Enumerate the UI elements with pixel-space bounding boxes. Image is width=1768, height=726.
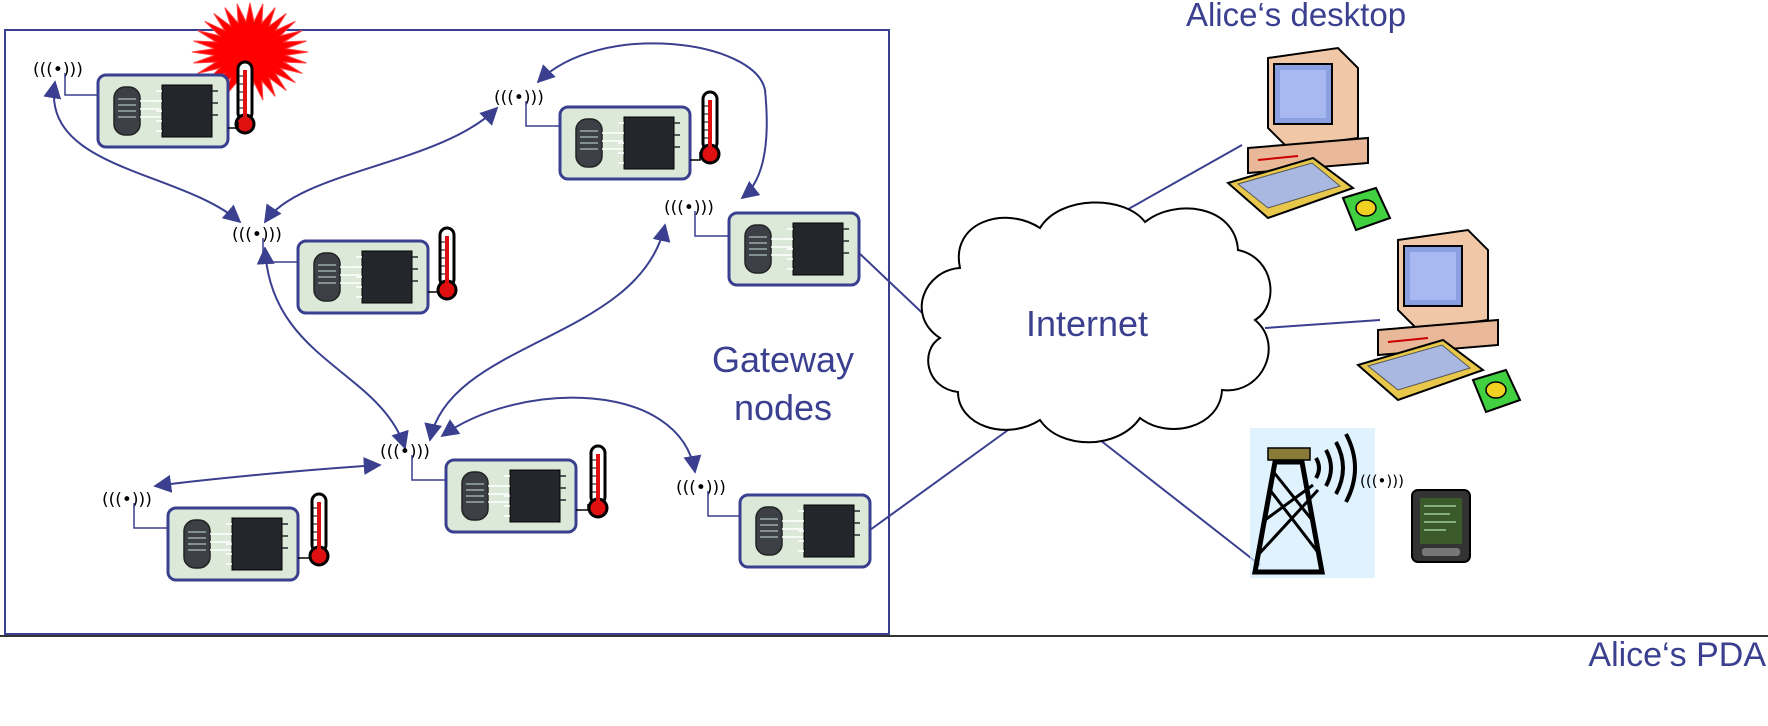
- sensor-node-3: (((•))): [232, 225, 458, 315]
- antenna-icon: (((•))): [494, 88, 544, 108]
- sensor-field-border: [4, 29, 890, 635]
- internet-label: Internet: [1026, 303, 1148, 344]
- gateway-node-lower: (((•))): [676, 478, 872, 569]
- thermometer-icon: [308, 492, 330, 567]
- antenna-icon: (((•))): [102, 490, 152, 510]
- sensor-node-1: (((•))): [33, 60, 256, 149]
- sensor-node-2: (((•))): [494, 88, 721, 181]
- link-arrow: [536, 42, 768, 200]
- internet-cloud-icon: [920, 201, 1272, 444]
- antenna-icon: (((•))): [380, 442, 430, 462]
- link-arrow: [263, 106, 499, 224]
- link-arrow: [256, 246, 409, 450]
- pda-icon: [1411, 489, 1471, 563]
- cell-tower-icon: [1250, 428, 1375, 578]
- link-arrow: [424, 223, 671, 442]
- thermometer-icon: [436, 226, 458, 301]
- gateway-label-line1: Gateway: [712, 339, 854, 380]
- alice-desktop-label: Alice‘s desktop: [1186, 0, 1406, 33]
- wireless-links: [43, 42, 768, 493]
- antenna-icon: (((•))): [232, 225, 282, 245]
- gateway-node-upper: (((•))): [664, 198, 861, 287]
- desktop-computer-icon: [1357, 229, 1521, 413]
- thermometer-icon: [587, 444, 609, 519]
- antenna-icon: (((•))): [33, 60, 83, 80]
- antenna-icon: (((•))): [676, 478, 726, 498]
- sensor-node-6: (((•))): [102, 490, 330, 582]
- gateway-label-line2: nodes: [734, 387, 832, 428]
- pda-antenna-icon: (((•))): [1360, 472, 1404, 490]
- link-arrow: [440, 396, 702, 474]
- link-arrow: [153, 457, 382, 493]
- thermometer-icon: [699, 90, 721, 165]
- alarm-burst-icon: [191, 2, 309, 102]
- antenna-icon: (((•))): [664, 198, 714, 218]
- alice-pda-label: Alice‘s PDA: [1588, 636, 1766, 674]
- sensor-node-5: (((•))): [380, 442, 609, 534]
- link-arrow: [43, 80, 242, 224]
- alice-desktop-computer-icon: [1227, 47, 1391, 231]
